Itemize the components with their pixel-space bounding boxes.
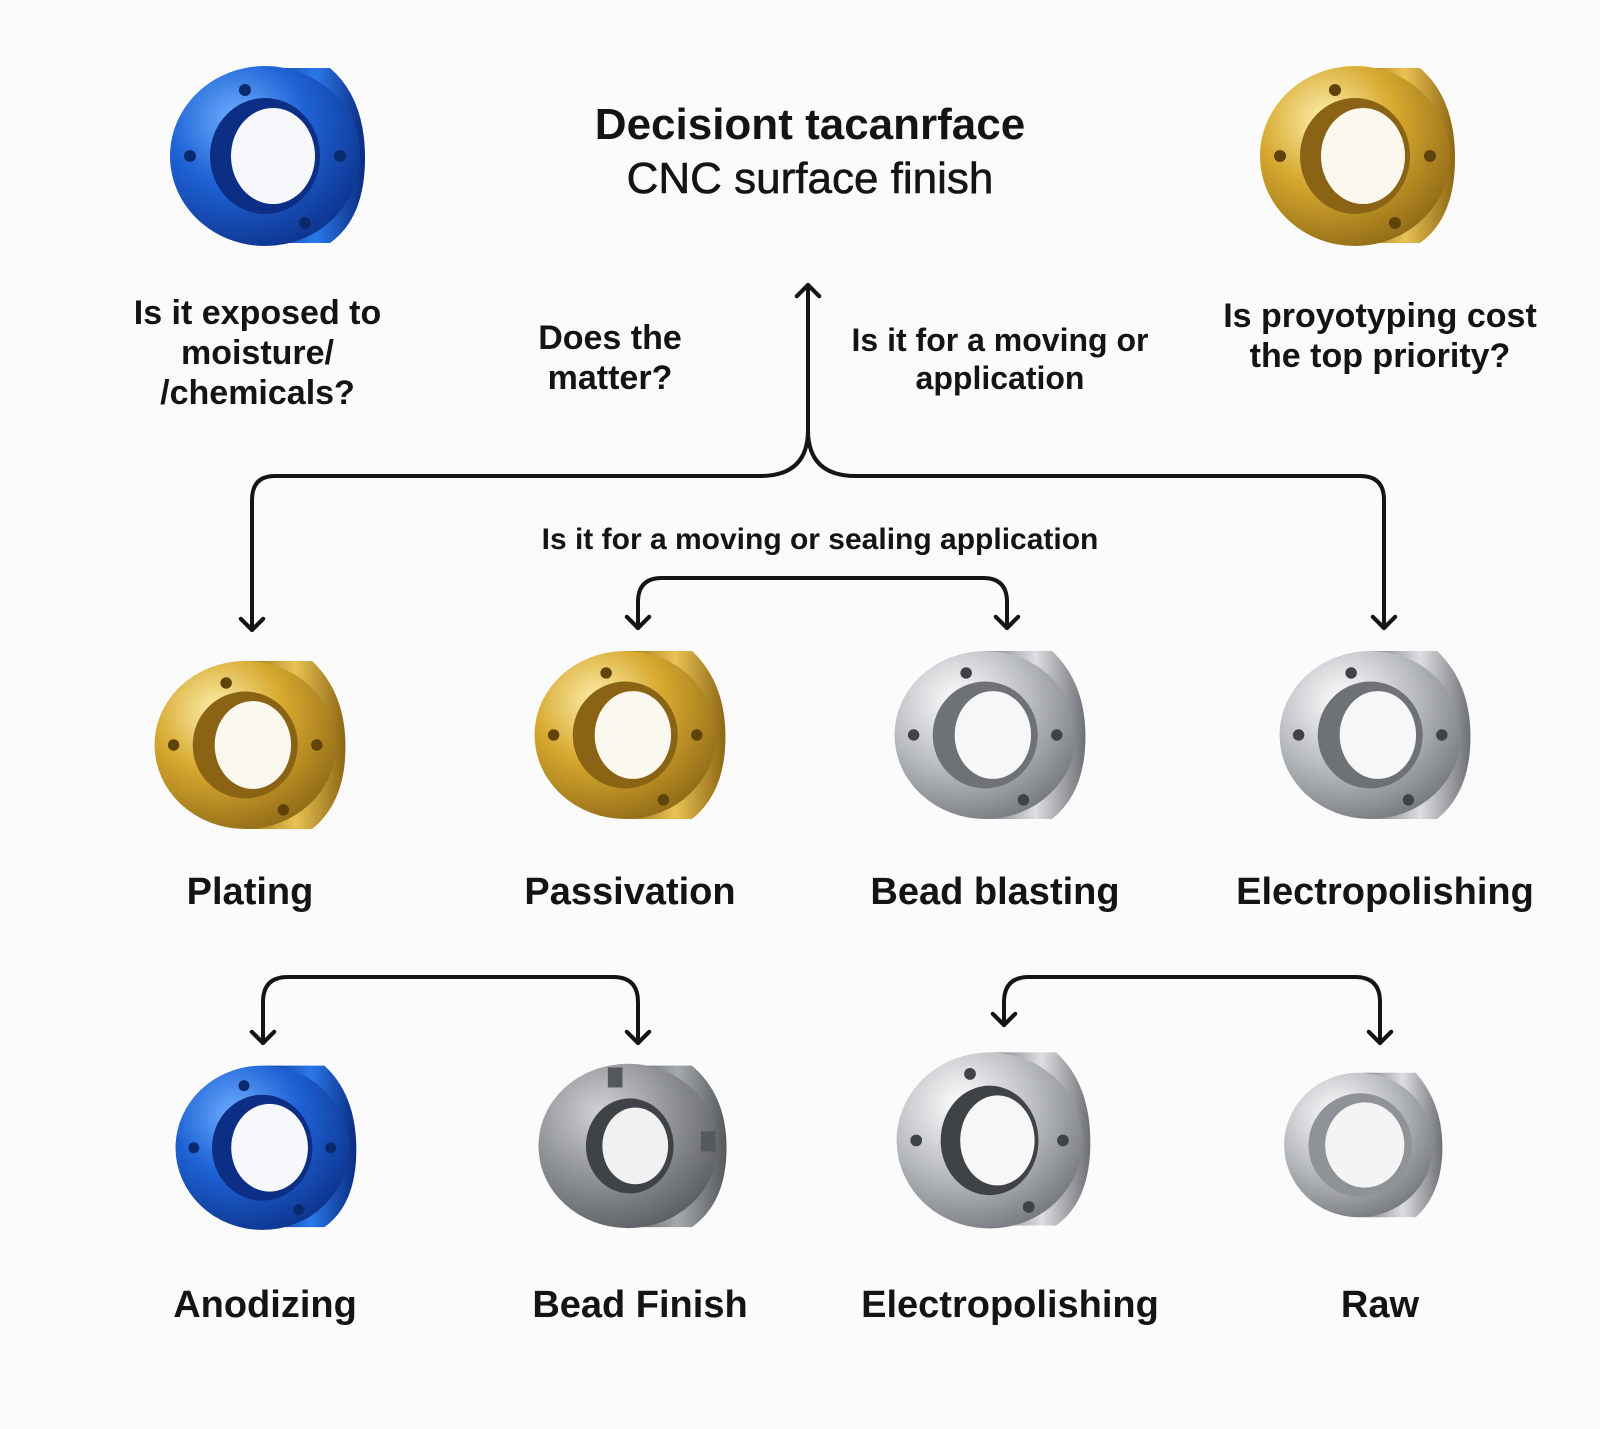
question-matter-line-1: Does the [538, 319, 682, 357]
question-moisture-line-2: moisture/ [180, 334, 335, 373]
question-moisture: Is it exposed to moisture/ /chemicals? [100, 293, 415, 413]
finish-label-passivation: Passivation [524, 871, 736, 913]
question-moving-line-2: application [915, 359, 1085, 396]
bead-blasting-part-icon [894, 651, 1086, 819]
raw-part-icon [1284, 1072, 1443, 1218]
blue-anodized-part-icon [170, 66, 365, 246]
question-moisture-line-1: Is it exposed to [133, 294, 382, 332]
finish-label-electropolishing: Electropolishing [1236, 871, 1534, 913]
finish-label-plating: Plating [186, 871, 314, 913]
bottom-left-branch-arrow [249, 975, 652, 1046]
question-cost: Is proyotyping cost the top priority? [1210, 296, 1550, 376]
question-cost-line-1: Is proyotyping cost [1223, 297, 1537, 335]
finish-label-bead-finish: Bead Finish [532, 1284, 748, 1326]
page-title: Decisiont tacanrface CNC surface finish [500, 98, 1120, 205]
bottom-right-branch-arrow [990, 975, 1394, 1046]
branch-label: Is it for a moving or sealing applicatio… [541, 523, 1099, 556]
question-matter-line-2: matter? [547, 359, 673, 398]
finish-label-bead-blasting: Bead blasting [870, 871, 1120, 913]
finish-label-raw: Raw [1340, 1284, 1420, 1326]
gold-part-icon [1260, 66, 1455, 246]
bead-finish-part-icon [538, 1063, 727, 1229]
finish-label-electropolishing-2: Electropolishing [861, 1284, 1159, 1326]
left-branch-arrow [238, 428, 810, 633]
electropolishing-part-icon-2 [896, 1052, 1091, 1229]
question-cost-line-2: the top priority? [1249, 337, 1511, 376]
electropolishing-part-icon [1279, 651, 1471, 819]
right-branch-arrow [806, 428, 1398, 631]
mid-branch-arrow [624, 576, 1021, 631]
question-moisture-line-3: /chemicals? [160, 374, 355, 413]
anodizing-part-icon [175, 1065, 357, 1230]
passivation-part-icon [534, 651, 726, 819]
plating-part-icon [154, 661, 346, 829]
finish-label-anodizing: Anodizing [173, 1284, 357, 1326]
title-line-1: Decisiont tacanrface [594, 100, 1026, 149]
question-matter: Does the matter? [500, 318, 720, 398]
question-moving: Is it for a moving or application [835, 322, 1165, 398]
title-line-2: CNC surface finish [626, 153, 994, 203]
question-moving-line-1: Is it for a moving or [851, 322, 1149, 358]
